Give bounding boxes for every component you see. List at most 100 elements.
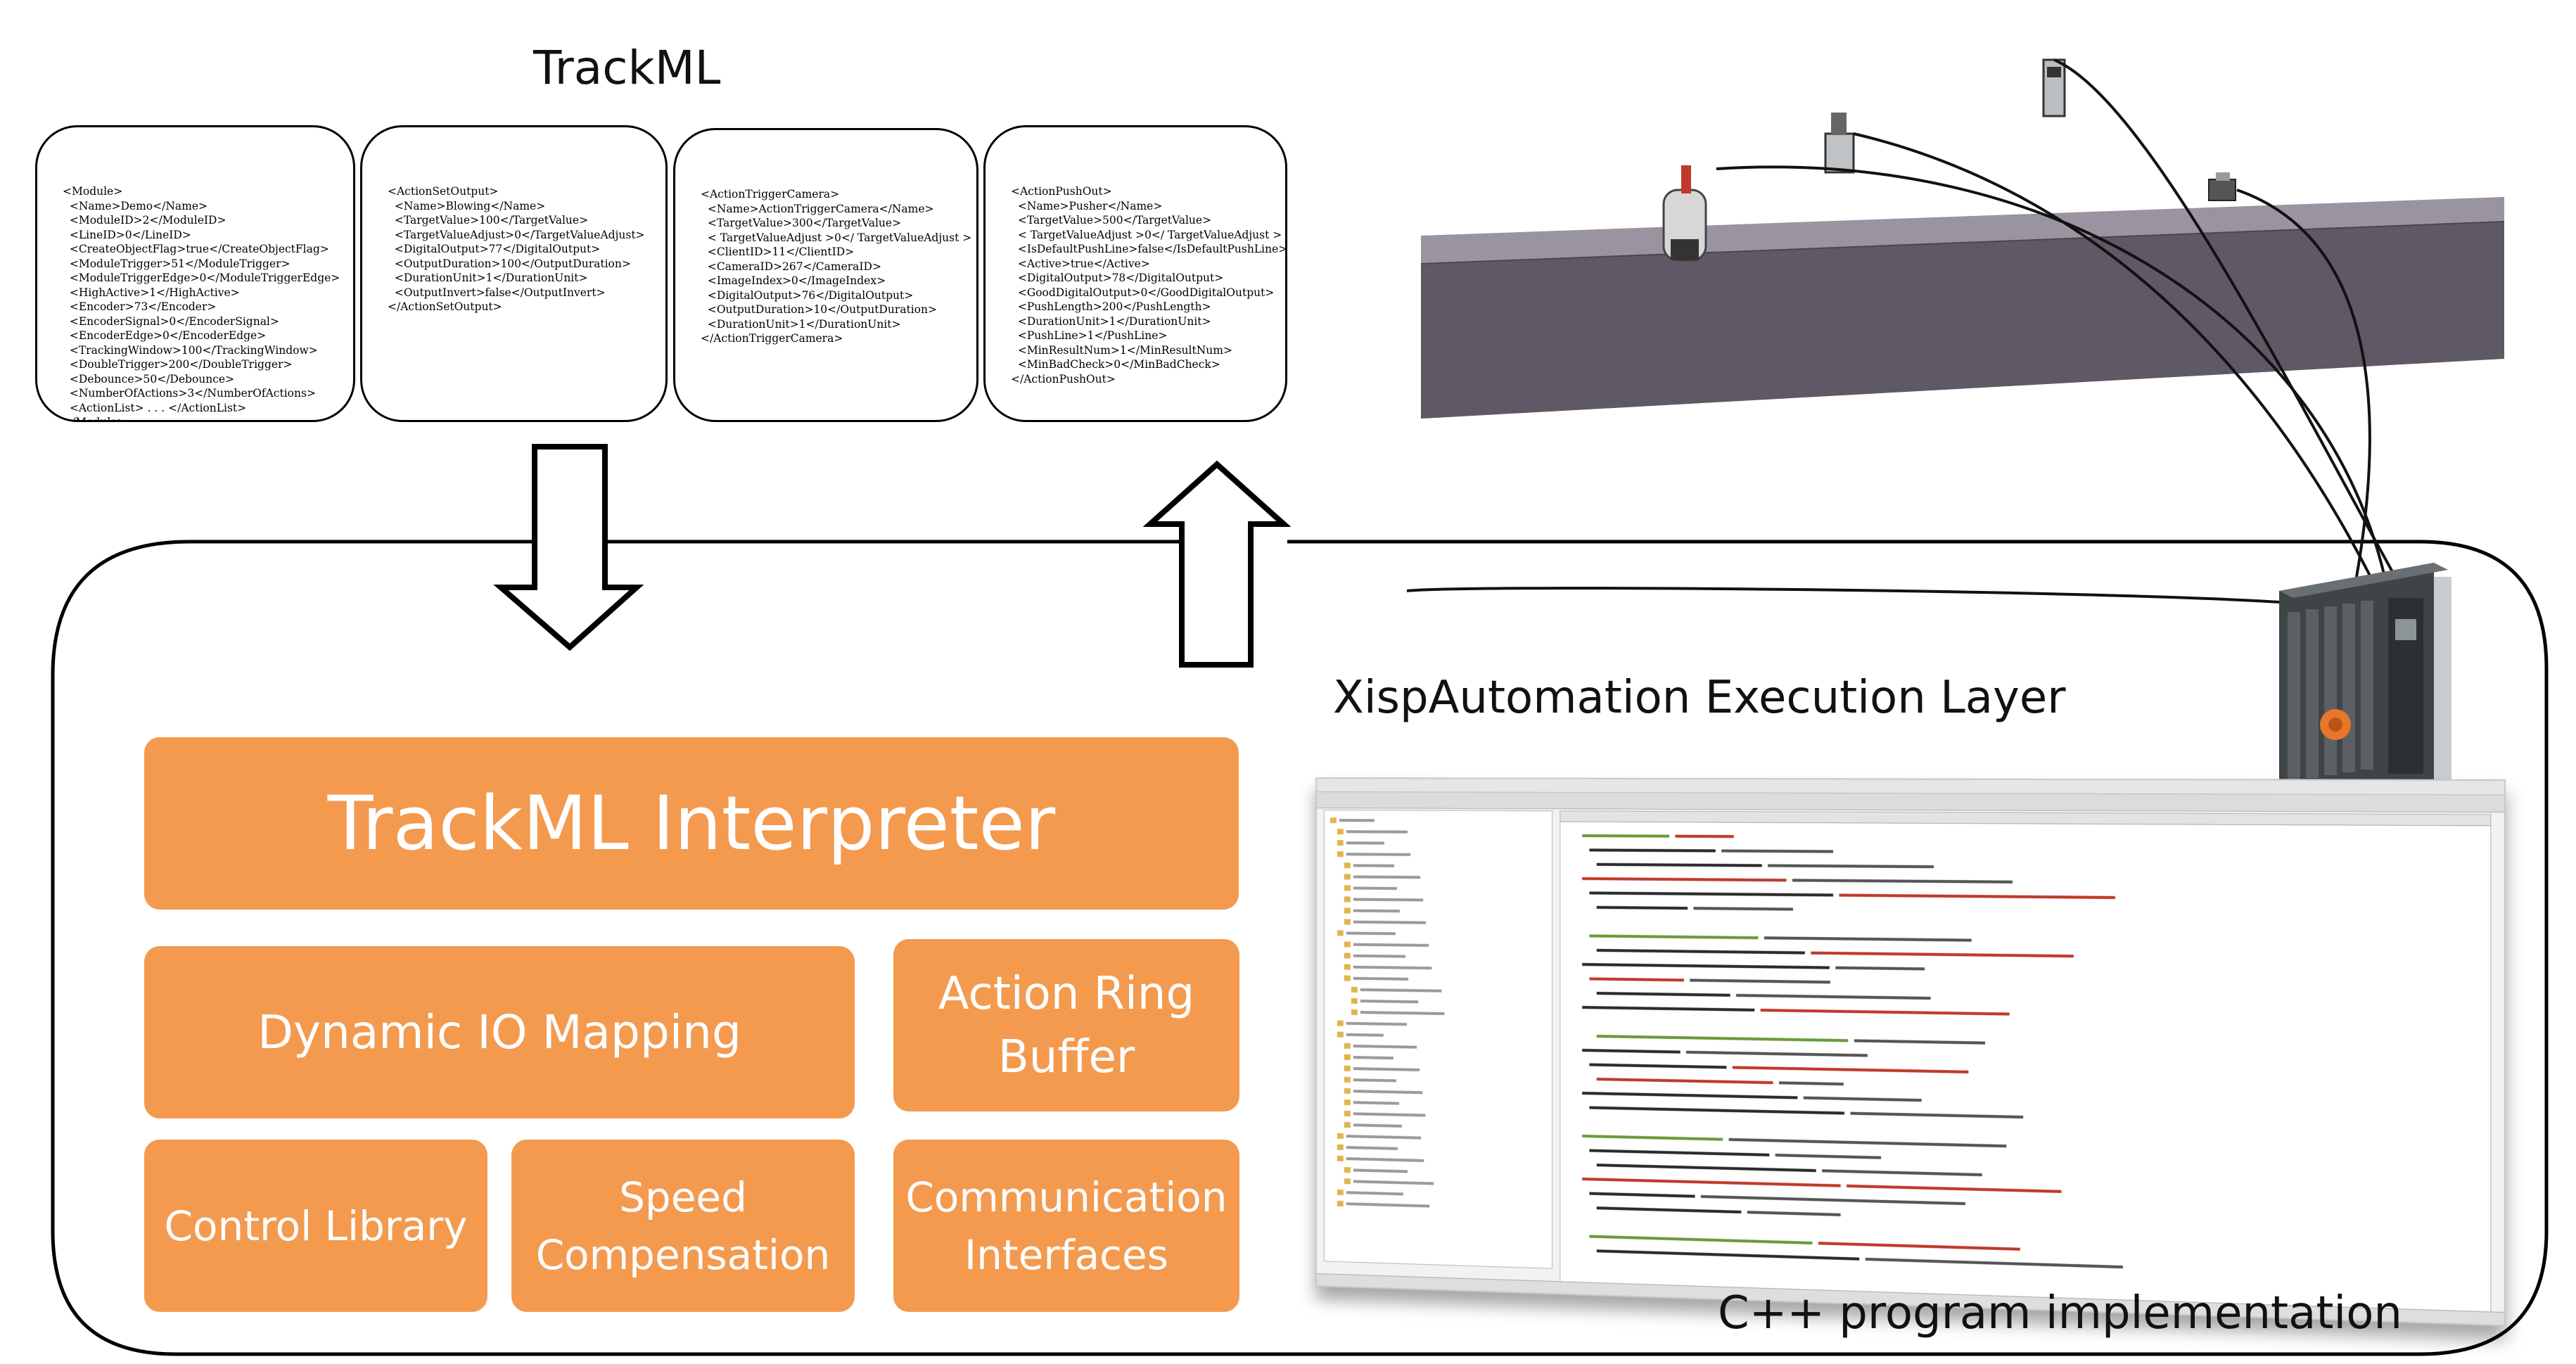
tree-label-placeholder <box>1360 1000 1418 1003</box>
tree-label-placeholder <box>1353 898 1423 901</box>
code-token <box>1686 1051 1868 1057</box>
tree-label-placeholder <box>1353 1090 1422 1094</box>
folder-icon <box>1344 1100 1351 1105</box>
code-token <box>1589 1149 1769 1156</box>
small-sensor-a <box>1825 113 1854 172</box>
code-token <box>1589 1192 1695 1198</box>
folder-icon <box>1330 817 1337 823</box>
tree-label-placeholder <box>1346 1146 1398 1150</box>
code-token <box>1835 967 1925 971</box>
small-sensor-c <box>2209 172 2236 200</box>
code-token <box>1675 835 1733 839</box>
folder-icon <box>1344 1077 1351 1083</box>
tree-label-placeholder <box>1353 1112 1425 1116</box>
speed-line2: Compensation <box>536 1226 831 1284</box>
code-token <box>1582 834 1669 838</box>
speed-line1: Speed <box>619 1168 747 1226</box>
trackml-interpreter-block: TrackML Interpreter <box>144 737 1239 910</box>
code-token <box>1854 1039 1985 1044</box>
folder-icon <box>1344 1122 1351 1128</box>
folder-icon <box>1344 919 1351 924</box>
tree-label-placeholder <box>1346 830 1408 833</box>
code-token <box>1582 963 1830 969</box>
tree-label-placeholder <box>1353 1180 1434 1185</box>
code-token <box>1597 1164 1816 1172</box>
tree-label-placeholder <box>1353 943 1429 947</box>
tree-label-placeholder <box>1346 853 1410 856</box>
folder-icon <box>1344 907 1351 913</box>
folder-icon <box>1351 987 1358 993</box>
tree-label-placeholder <box>1353 1123 1402 1128</box>
folder-icon <box>1344 885 1351 891</box>
comm-line2: Interfaces <box>964 1226 1168 1284</box>
code-token <box>1597 863 1762 867</box>
tree-label-placeholder <box>1353 886 1397 890</box>
up-arrow <box>1150 464 1284 665</box>
action-ring-buffer-block: Action Ring Buffer <box>893 939 1239 1111</box>
folder-icon <box>1337 829 1344 834</box>
tree-row <box>1330 826 1546 839</box>
control-library-block: Control Library <box>144 1140 487 1312</box>
code-token <box>1597 992 1730 997</box>
tree-label-placeholder <box>1346 1135 1421 1140</box>
code-token <box>1589 848 1715 852</box>
tree-label-placeholder <box>1353 875 1420 879</box>
code-token <box>1764 936 1972 941</box>
tree-label-placeholder <box>1346 931 1396 935</box>
code-token <box>1721 849 1833 853</box>
code-token <box>1822 1169 1982 1176</box>
folder-icon <box>1344 874 1351 879</box>
folder-icon <box>1344 896 1351 902</box>
cpp-implementation-label: C++ program implementation <box>1718 1287 2402 1339</box>
code-token <box>1597 1206 1742 1213</box>
folder-icon <box>1337 1133 1344 1139</box>
folder-icon <box>1351 1009 1358 1015</box>
ide-toolbar <box>1317 792 2504 812</box>
tree-label-placeholder <box>1353 910 1400 913</box>
folder-icon <box>1337 840 1344 846</box>
comm-line1: Communication <box>905 1168 1227 1226</box>
tree-label-placeholder <box>1353 921 1426 924</box>
folder-icon <box>1344 1088 1351 1094</box>
code-token <box>1582 1092 1797 1100</box>
tree-label-placeholder <box>1353 1056 1394 1059</box>
folder-icon <box>1337 1145 1344 1150</box>
code-token <box>1589 1235 1812 1245</box>
tree-label-placeholder <box>1360 1011 1445 1015</box>
code-token <box>1747 1211 1841 1216</box>
tree-label-placeholder <box>1346 1157 1424 1162</box>
folder-icon <box>1344 1043 1351 1049</box>
folder-icon <box>1337 851 1344 857</box>
code-token <box>1775 1154 1881 1159</box>
code-token <box>1589 934 1758 939</box>
code-token <box>1597 1078 1773 1084</box>
tree-label-placeholder <box>1353 1045 1417 1049</box>
action-ring-line2: Buffer <box>998 1026 1135 1089</box>
code-token <box>1582 1135 1723 1141</box>
folder-icon <box>1344 976 1351 981</box>
tree-label-placeholder <box>1353 864 1394 867</box>
cylinder-sensor <box>1664 165 1706 260</box>
code-token <box>1818 1242 2020 1251</box>
code-token <box>1582 877 1786 881</box>
code-token <box>1589 977 1684 981</box>
execution-layer-label: XispAutomation Execution Layer <box>1333 672 2066 724</box>
conveyor-beam <box>1421 197 2504 419</box>
tree-label-placeholder <box>1353 1168 1408 1173</box>
dynamic-io-mapping-block: Dynamic IO Mapping <box>144 946 855 1118</box>
action-ring-line1: Action Ring <box>938 962 1194 1026</box>
code-token <box>1589 1106 1844 1114</box>
tree-label-placeholder <box>1353 1067 1420 1071</box>
code-token <box>1733 1066 1969 1073</box>
tree-row <box>1330 815 1546 827</box>
speed-compensation-block: Speed Compensation <box>511 1140 855 1312</box>
tree-label-placeholder <box>1353 955 1405 958</box>
code-token <box>1847 1185 2061 1193</box>
tree-label-placeholder <box>1353 1078 1396 1082</box>
folder-icon <box>1344 1054 1351 1060</box>
code-token <box>1804 1097 1922 1102</box>
tree-label-placeholder <box>1346 1191 1403 1195</box>
code-token <box>1850 1112 2023 1119</box>
folder-icon <box>1344 941 1351 947</box>
code-token <box>1693 907 1793 910</box>
